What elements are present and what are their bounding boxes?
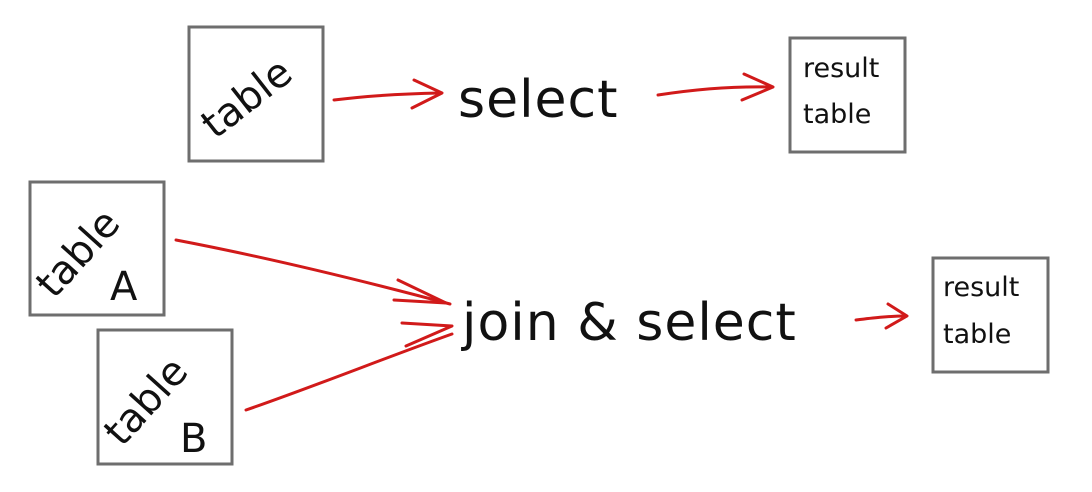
- top-result-table-box: result table: [788, 36, 907, 154]
- bottom-result-label-line2: table: [943, 319, 1011, 350]
- bottom-result-table-box: result table: [931, 256, 1050, 374]
- join-select-operation-label: join & select: [461, 293, 797, 353]
- bottom-arrow-to-result: [854, 302, 909, 330]
- top-result-label-line2: table: [803, 99, 871, 130]
- select-operation-label: select: [458, 70, 619, 130]
- top-arrow-to-result: [656, 72, 775, 102]
- arrow-from-table-a: [174, 238, 452, 306]
- table-a-label-line2: A: [110, 264, 138, 310]
- top-result-label-line1: result: [803, 53, 879, 84]
- table-b-label-line2: B: [180, 416, 207, 462]
- top-input-table-box: table: [187, 25, 325, 163]
- arrow-from-table-b: [244, 321, 454, 412]
- table-a-box: table A: [27, 180, 166, 317]
- table-b-box: table B: [95, 328, 234, 466]
- bottom-result-label-line1: result: [943, 272, 1019, 303]
- top-arrow-to-select: [332, 78, 444, 110]
